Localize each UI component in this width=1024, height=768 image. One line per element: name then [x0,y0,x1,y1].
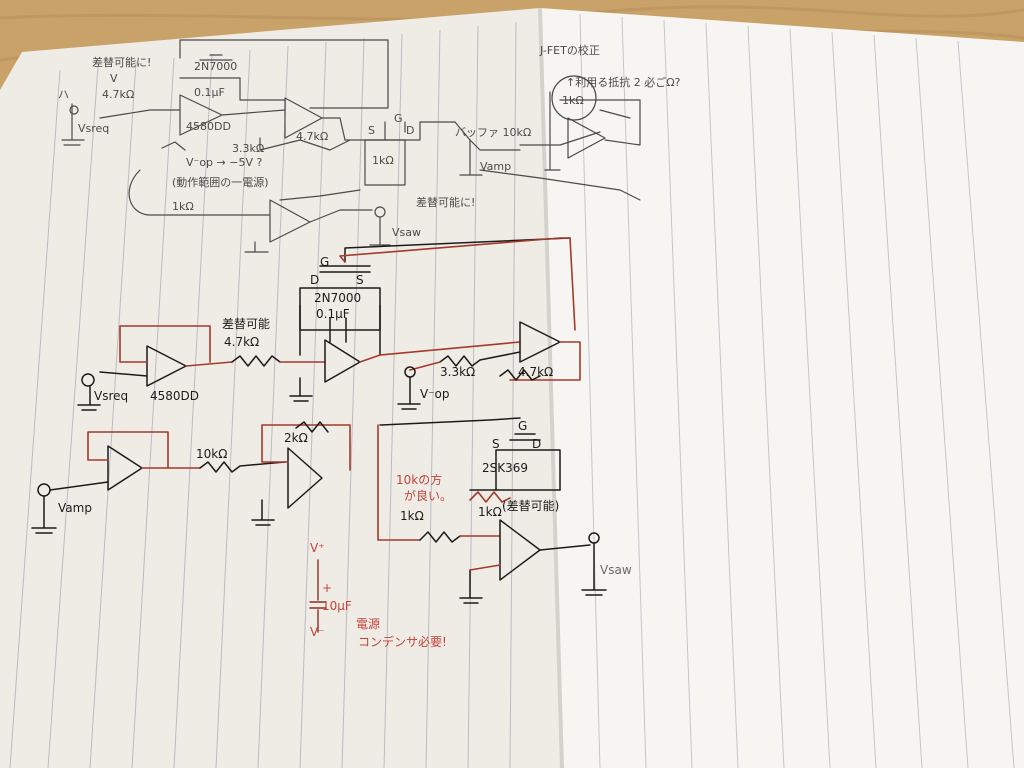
label-v-plus: V⁺ [310,541,325,555]
label-ha: ハ [58,88,69,101]
ruled-lines-right [579,13,1015,768]
label-vop-note: V⁻op → −5V ? [186,156,262,169]
label-r1k-mid: 1kΩ [372,154,394,167]
label-plus: + [322,581,332,595]
label-note-10k: 10kの方 [396,472,442,487]
label-jfet-question: ↑利用る抵抗 2 必ごΩ? [566,75,681,89]
label-r1k-left: 1kΩ [172,200,194,213]
label-power-note: 電源 [356,617,380,631]
label-r47k-top: 4.7kΩ [102,88,134,101]
label-d2: D [532,437,541,451]
label-vamp: Vamp [58,501,92,515]
label-cap-10u: 10μF [322,599,352,613]
label-jfet-title: J-FETの校正 [539,43,600,57]
label-jfet: 2N7000 [314,291,361,305]
pencil-labels: 差替可能に! V 4.7kΩ ハ Vsreq 0.1μF 2N7000 4580… [58,43,681,239]
power-cap-symbol [309,559,327,633]
note-gain-top: 差替可能に! [92,55,151,69]
label-cap-top: 0.1μF [194,86,225,99]
label-buffer-10k: バッファ 10kΩ [455,126,531,139]
label-r1k-a: 1kΩ [400,509,424,523]
label-vsaw-top: Vsaw [392,226,421,239]
paper-left-page [0,8,562,768]
label-range-note: (動作範囲の一電源) [172,175,269,189]
ink-schematic [31,237,607,604]
label-g: G [320,255,329,269]
pencil-schematic [61,39,641,253]
label-gs-g: G [394,112,403,125]
label-cap-note: コンデンサ必要! [358,634,447,649]
label-r33k-top: 3.3kΩ [232,142,264,155]
label-vsreq-top: Vsreq [78,122,109,135]
label-opamp-top: 4580DD [186,120,231,133]
ruled-lines-left [9,21,517,768]
label-r1k-b: 1kΩ [478,505,502,519]
label-gain-note: 差替可能 [222,317,270,331]
label-d: D [310,273,319,287]
label-r1k-right: 1kΩ [562,94,584,107]
label-vsaw: Vsaw [600,563,632,577]
label-jfet2: 2SK369 [482,461,528,475]
label-r10k: 10kΩ [196,447,227,461]
label-r47k-b-top: 4.7kΩ [296,130,328,143]
red-labels: 10kの方 が良い。 V⁺ + 10μF V⁻ 電源 コンデンサ必要! [310,472,452,649]
label-r47k: 4.7kΩ [224,335,259,349]
label-r47k-b: 4.7kΩ [518,365,553,379]
label-vamp-top: Vamp [480,160,511,173]
label-v: V [110,72,118,85]
label-opamp: 4580DD [150,389,199,403]
label-cap: 0.1μF [316,307,350,321]
label-vop: V⁻op [420,387,450,401]
label-gs-d: D [406,124,414,137]
label-diff-note: 差替可能に! [416,195,475,209]
label-jfet-top: 2N7000 [194,60,237,73]
page-fold [538,7,564,768]
label-v-minus: V⁻ [310,625,325,639]
label-replace-note: (差替可能) [502,499,559,513]
paper-right-page [540,8,1024,768]
label-g2: G [518,419,527,433]
label-gs-s: S [368,124,375,137]
ink-labels: G D S 2N7000 0.1μF 差替可能 4.7kΩ Vsreq 4580… [58,255,632,577]
label-vsreq: Vsreq [94,389,128,403]
label-s2: S [492,437,500,451]
label-note-10k-2: が良い。 [404,488,452,503]
label-r2k: 2kΩ [284,431,308,445]
label-r33k: 3.3kΩ [440,365,475,379]
label-s: S [356,273,364,287]
